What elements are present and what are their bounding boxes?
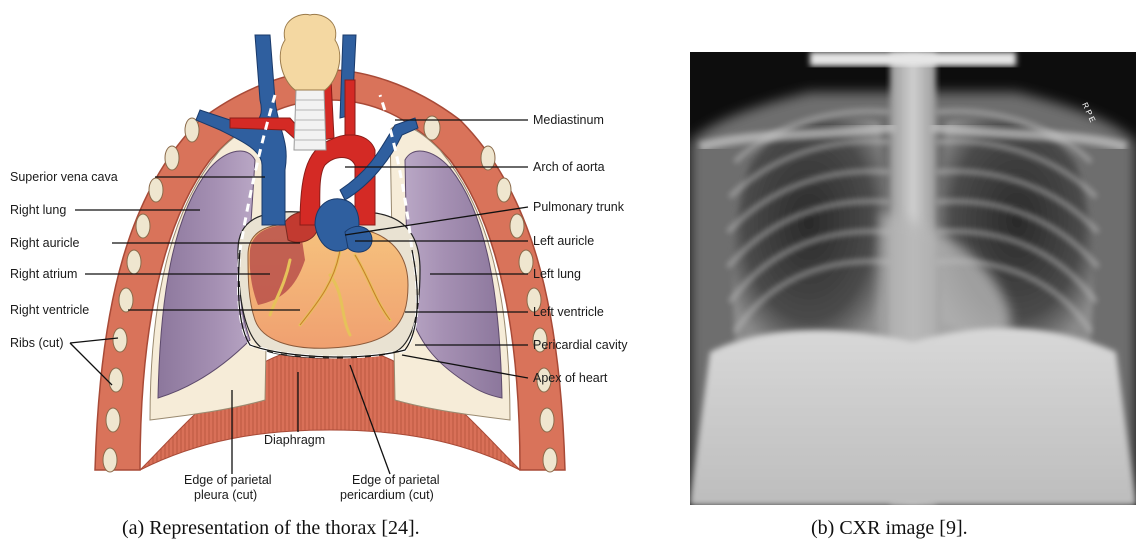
label-pulmonary-trunk: Pulmonary trunk [533, 200, 625, 214]
label-right-auricle: Right auricle [10, 236, 80, 250]
label-right-ventricle: Right ventricle [10, 303, 89, 317]
label-arch-of-aorta: Arch of aorta [533, 160, 605, 174]
label-left-auricle: Left auricle [533, 234, 594, 248]
thorax-diagram: Mediastinum Arch of aorta Superior vena … [0, 0, 680, 510]
label-apex-of-heart: Apex of heart [533, 371, 608, 385]
label-left-ventricle: Left ventricle [533, 305, 604, 319]
label-right-atrium: Right atrium [10, 267, 77, 281]
chest-xray-image: R P E [690, 52, 1136, 505]
label-parietal-pericardium-line2: pericardium (cut) [340, 488, 434, 502]
label-parietal-pleura-line2: pleura (cut) [194, 488, 257, 502]
label-left-lung: Left lung [533, 267, 581, 281]
label-pericardial-cavity: Pericardial cavity [533, 338, 628, 352]
left-auricle-shape [345, 226, 372, 252]
label-parietal-pericardium-line1: Edge of parietal [352, 473, 440, 487]
label-diaphragm: Diaphragm [264, 433, 325, 447]
xray-abdomen [690, 328, 1136, 505]
caption-a: (a) Representation of the thorax [24]. [122, 517, 420, 540]
label-mediastinum: Mediastinum [533, 113, 604, 127]
caption-b: (b) CXR image [9]. [811, 517, 968, 540]
label-superior-vena-cava: Superior vena cava [10, 170, 118, 184]
label-ribs: Ribs (cut) [10, 336, 63, 350]
label-parietal-pleura-line1: Edge of parietal [184, 473, 272, 487]
label-right-lung: Right lung [10, 203, 66, 217]
thyroid-cartilage [280, 14, 339, 90]
